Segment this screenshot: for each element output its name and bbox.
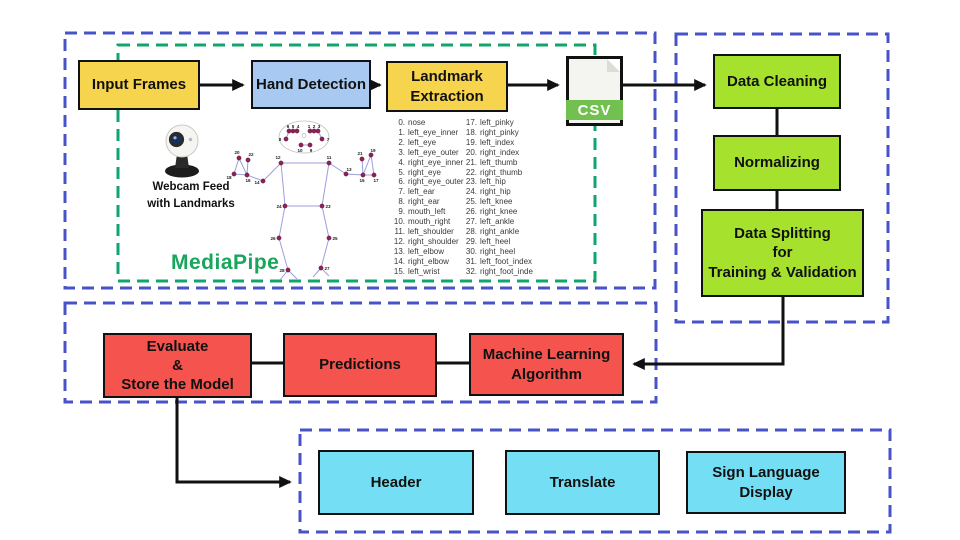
csv-label: CSV: [566, 100, 623, 120]
predictions-box: Predictions: [283, 333, 437, 397]
landmark-list-item: 13.left_elbow: [393, 246, 445, 256]
svg-text:22: 22: [248, 152, 254, 157]
landmark-list-item: 24.right_hip: [465, 187, 511, 197]
landmark-list-item: 29.left_heel: [465, 236, 511, 246]
svg-text:9: 9: [310, 148, 313, 153]
landmark-list-item: 31.left_foot_index: [465, 256, 533, 266]
svg-text:5: 5: [292, 124, 295, 129]
landmark-list-item: 10.mouth_right: [393, 217, 451, 227]
landmark-list-item: 15.left_wrist: [393, 266, 440, 276]
landmark-list-item: 30.right_heel: [465, 246, 516, 256]
landmark-list-item: 28.right_ankle: [465, 226, 520, 236]
landmark-list-item: 12.right_shoulder: [393, 236, 459, 246]
landmark-list-item: 7.left_ear: [398, 187, 435, 197]
landmark-list-item: 26.right_knee: [465, 207, 518, 217]
svg-text:25: 25: [332, 236, 338, 241]
svg-text:20: 20: [234, 150, 240, 155]
normalizing-box: Normalizing: [713, 135, 841, 191]
preprocessing-stage-border: [674, 32, 890, 324]
landmark-list-item: 9.mouth_left: [398, 207, 446, 217]
svg-text:10: 10: [297, 148, 303, 153]
svg-text:19: 19: [370, 148, 376, 153]
svg-text:13: 13: [346, 167, 352, 172]
model-stage-border: [63, 301, 658, 404]
landmark-list-item: 25.left_knee: [465, 197, 513, 207]
svg-text:4: 4: [297, 124, 300, 129]
landmark-list-item: 11.left_shoulder: [394, 226, 454, 236]
mediapipe-stage-border: [63, 31, 657, 290]
svg-text:12: 12: [275, 155, 281, 160]
landmark-list-item: 4.right_eye_inner: [398, 157, 464, 167]
landmark-list-item: 22.right_thumb: [465, 167, 523, 177]
svg-text:7: 7: [327, 137, 330, 142]
header-box: Header: [318, 450, 474, 515]
svg-text:14: 14: [254, 180, 260, 185]
svg-text:24: 24: [276, 204, 282, 209]
landmark-list-item: 20.right_index: [465, 147, 520, 157]
landmark-list-item: 32.right_foot_inde: [465, 266, 533, 276]
landmark-list-item: 18.right_pinky: [465, 127, 519, 137]
input-frames-box: Input Frames: [78, 60, 200, 110]
webcam-icon: [165, 124, 199, 178]
landmark-list-item: 1.left_eye_inner: [398, 127, 459, 137]
landmark-list-item: 0.nose: [398, 118, 426, 127]
svg-text:28: 28: [279, 268, 285, 273]
svg-text:1: 1: [308, 124, 311, 129]
landmark-list-item: 14.right_elbow: [393, 256, 449, 266]
landmark-list-item: 27.left_ankle: [465, 217, 515, 227]
landmark-list-item: 17.left_pinky: [465, 118, 514, 127]
svg-text:21: 21: [357, 151, 363, 156]
landmark-list-item: 19.left_index: [465, 137, 515, 147]
svg-text:6: 6: [287, 124, 290, 129]
hand-detection-box: Hand Detection: [251, 60, 371, 109]
arrow-evaluate-to-ui: [175, 398, 292, 488]
mediapipe-inner-border: [116, 43, 597, 283]
svg-text:8: 8: [279, 137, 282, 142]
mediapipe-label: MediaPipe: [171, 251, 280, 274]
svg-text:18: 18: [226, 175, 232, 180]
data-cleaning-box: Data Cleaning: [713, 54, 841, 109]
landmark-list-item: 2.left_eye: [398, 137, 437, 147]
arrow-splitting-to-ml: [632, 297, 785, 370]
translate-box: Translate: [505, 450, 660, 515]
svg-text:26: 26: [270, 236, 276, 241]
svg-text:3: 3: [318, 124, 321, 129]
landmark-list-item: 5.right_eye: [398, 167, 441, 177]
landmark-list-item: 6.right_eye_outer: [398, 177, 464, 187]
svg-text:16: 16: [245, 178, 251, 183]
svg-text:27: 27: [324, 266, 330, 271]
ui-stage-border: [298, 428, 892, 534]
landmark-list-item: 23.left_hip: [465, 177, 506, 187]
landmark-list-item: 21.left_thumb: [465, 157, 518, 167]
landmark-list-item: 3.left_eye_outer: [398, 147, 459, 157]
svg-text:11: 11: [327, 155, 332, 160]
csv-file-icon: CSV: [566, 56, 623, 126]
svg-text:17: 17: [373, 178, 379, 183]
landmark-list-item: 8.right_ear: [398, 197, 440, 207]
csv-folded-corner: [607, 59, 620, 72]
svg-text:23: 23: [325, 204, 331, 209]
svg-text:2: 2: [313, 124, 316, 129]
evaluate-store-model-box: Evaluate&Store the Model: [103, 333, 252, 398]
svg-text:15: 15: [359, 178, 365, 183]
